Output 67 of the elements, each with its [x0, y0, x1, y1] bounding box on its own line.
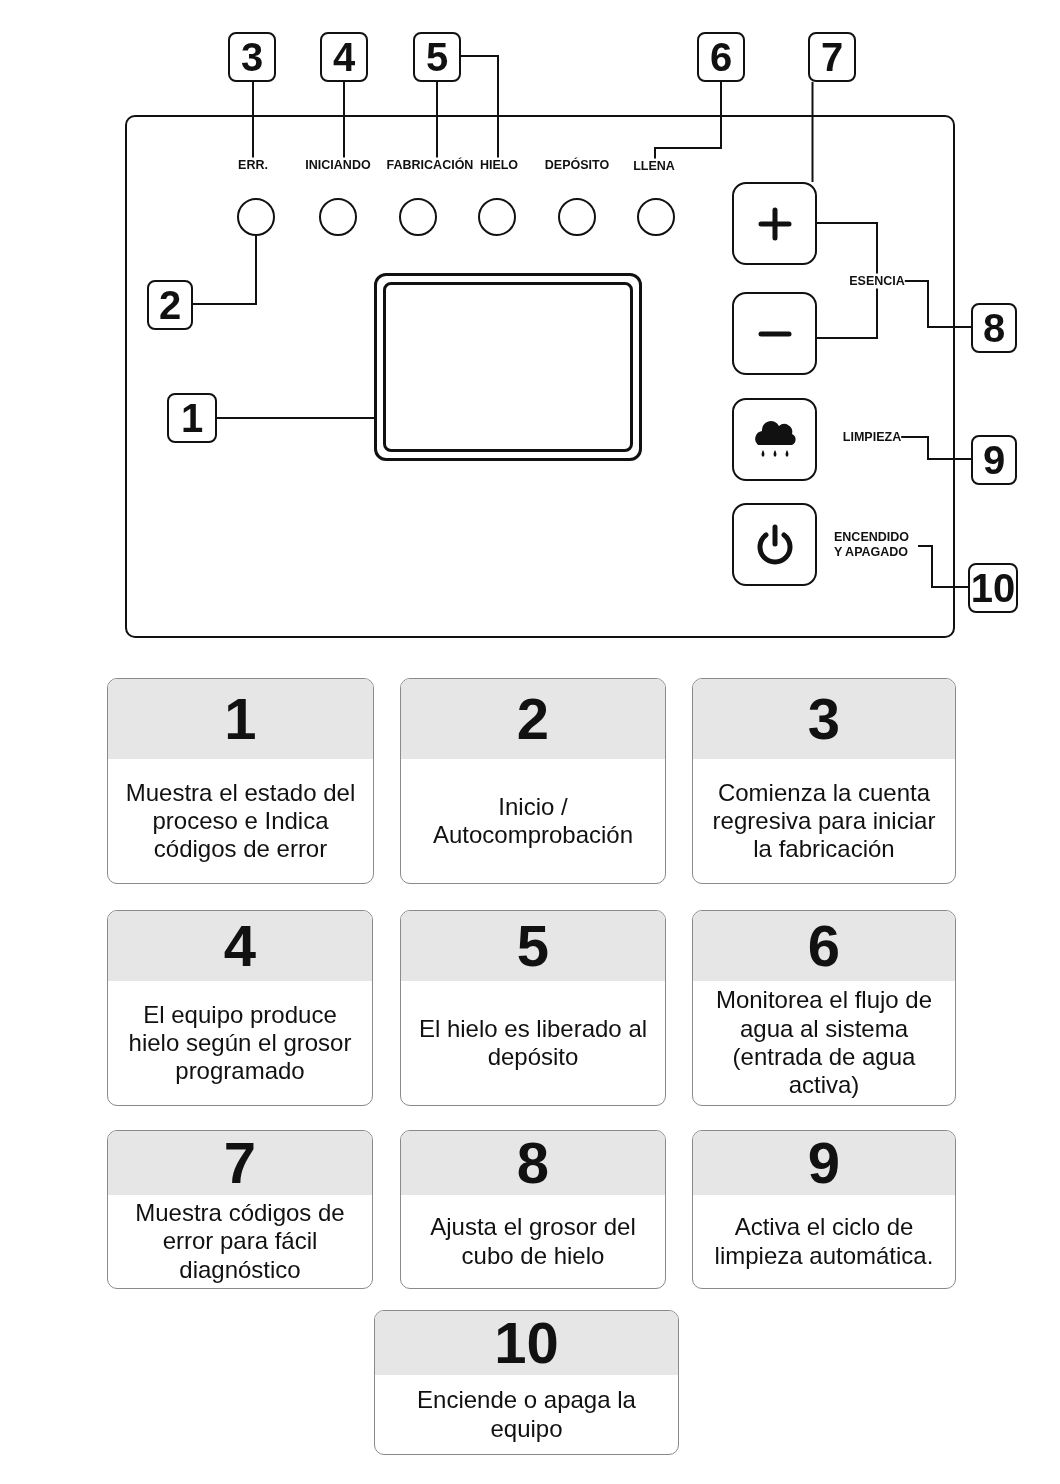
- description-card: [400, 910, 666, 1106]
- leader-line: [460, 55, 499, 159]
- leader-line: [252, 81, 254, 159]
- callout-number: 6: [693, 911, 955, 981]
- leader-line: [436, 81, 438, 159]
- callout-number: 9: [971, 435, 1017, 485]
- callout-number: 4: [108, 911, 372, 981]
- control-button: [732, 398, 817, 481]
- panel-label: ESENCIA: [849, 273, 905, 289]
- panel-label: INICIANDO: [305, 157, 371, 173]
- callout-number: 1: [167, 393, 217, 443]
- callout-number: 4: [320, 32, 368, 82]
- panel-label: DEPÓSITO: [544, 157, 610, 173]
- callout-number: 3: [693, 679, 955, 759]
- leader-line: [917, 545, 969, 588]
- leader-line: [900, 436, 972, 460]
- callout-number: 3: [228, 32, 276, 82]
- control-button: [732, 182, 817, 265]
- description-text: Enciende o apaga la equipo: [416, 1385, 637, 1444]
- description-card: [400, 678, 666, 884]
- description-text: Monitorea el flujo de agua al sistema (entrada de agua activa): [714, 985, 934, 1101]
- description-text: Ajusta el grosor del cubo de hielo: [429, 1212, 637, 1271]
- panel-label: LIMPIEZA: [842, 429, 902, 445]
- callout-number: 8: [971, 303, 1017, 353]
- callout-number: 2: [147, 280, 193, 330]
- callout-number: 5: [413, 32, 461, 82]
- panel-label: HIELO: [479, 157, 519, 173]
- leader-line: [654, 81, 722, 160]
- description-card: [374, 1310, 679, 1455]
- description-card: [107, 910, 373, 1106]
- panel-label: ENCENDIDO Y APAGADO: [834, 530, 918, 560]
- description-text: El equipo produce hielo según el grosor programado: [127, 999, 353, 1087]
- callout-number: 10: [375, 1311, 678, 1375]
- panel-label: LLENA: [633, 158, 675, 174]
- control-button: [732, 292, 817, 375]
- description-text: Activa el ciclo de limpieza automática.: [713, 1212, 935, 1271]
- callout-number: 7: [108, 1131, 372, 1195]
- leader-line: [903, 280, 972, 328]
- description-card: [400, 1130, 666, 1289]
- leader-line: [816, 287, 878, 339]
- display-screen: [374, 273, 642, 461]
- callout-number: 1: [108, 679, 373, 759]
- panel-label: ERR.: [238, 157, 268, 173]
- description-text: Muestra códigos de error para fácil diagnóstico: [134, 1198, 346, 1285]
- description-text: Muestra el estado del proceso e Indica códigos de error: [124, 777, 357, 865]
- description-card: [692, 910, 956, 1106]
- description-card: [692, 1130, 956, 1289]
- panel-label: FABRICACIÓN: [386, 157, 474, 173]
- leader-line: [816, 222, 878, 275]
- description-card: [107, 1130, 373, 1289]
- callout-number: 5: [401, 911, 665, 981]
- leader-line: [216, 417, 375, 419]
- description-card: [107, 678, 374, 884]
- callout-number: 7: [808, 32, 856, 82]
- control-button: [732, 503, 817, 586]
- callout-number: 8: [401, 1131, 665, 1195]
- description-text: Comienza la cuenta regresiva para iniciar la fabricación: [711, 777, 937, 865]
- leader-line: [343, 81, 345, 159]
- callout-number: 6: [697, 32, 745, 82]
- callout-number: 2: [401, 679, 665, 759]
- description-text: Inicio / Autocomprobación: [431, 791, 635, 850]
- callout-number: 9: [693, 1131, 955, 1195]
- description-text: El hielo es liberado al depósito: [417, 1013, 649, 1072]
- description-card: [692, 678, 956, 884]
- leader-line: [192, 235, 257, 305]
- leader-line: [811, 81, 814, 183]
- callout-number: 10: [968, 563, 1018, 613]
